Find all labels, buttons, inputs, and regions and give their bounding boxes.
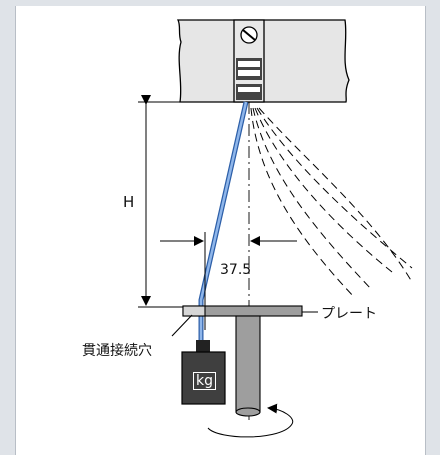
label-through-hole: 貫通接続穴 [82,343,152,359]
connector-mount [233,19,265,103]
label-height: H [123,193,135,211]
label-weight: kg [193,372,216,390]
weight [181,340,226,405]
plate [182,305,303,417]
label-plate: プレート [321,306,377,322]
cable [198,101,249,340]
through-hole-leader [171,314,193,337]
screw-icon [240,26,258,44]
swing-trajectory [250,107,413,299]
rotation-arrow [207,403,294,438]
label-dimension: 37.5 [220,262,252,278]
height-dimension [138,95,232,308]
